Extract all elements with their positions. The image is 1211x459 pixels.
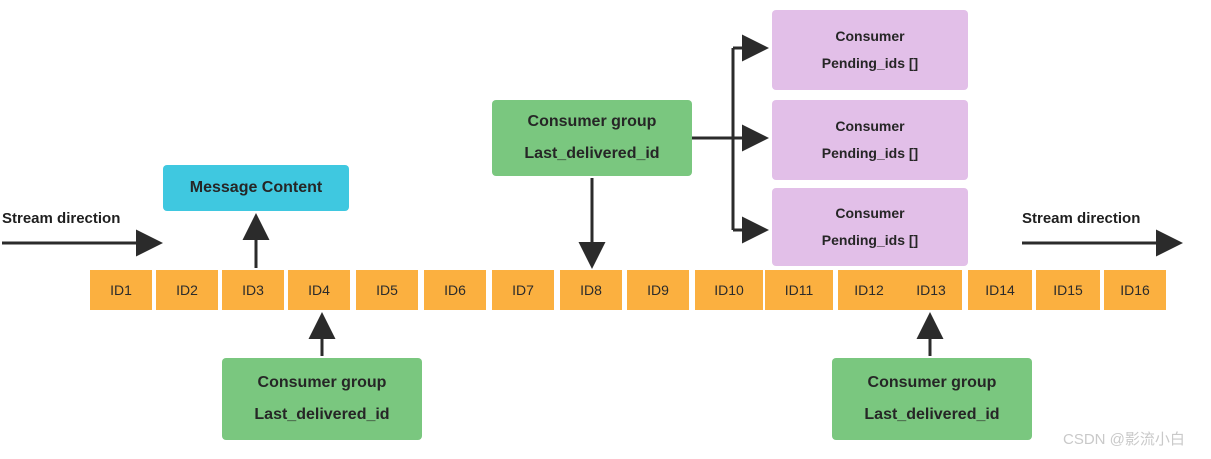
stream-entry-label: ID5 xyxy=(376,282,398,298)
stream-entry-id7[interactable]: ID7 xyxy=(492,270,554,310)
arrow-group-to-consumers xyxy=(692,34,769,244)
consumer-2-title: Consumer xyxy=(835,117,905,134)
consumer-1-subtitle: Pending_ids [] xyxy=(821,55,919,71)
stream-entry-id4[interactable]: ID4 xyxy=(288,270,350,310)
consumer-3-subtitle: Pending_ids [] xyxy=(821,232,919,248)
stream-entry-label: ID14 xyxy=(985,282,1015,298)
stream-entry-id3[interactable]: ID3 xyxy=(222,270,284,310)
stream-entry-label: ID12 xyxy=(854,282,884,298)
stream-entry-label: ID4 xyxy=(308,282,330,298)
stream-entry-id11[interactable]: ID11 xyxy=(765,270,833,310)
consumer-group-id8-subtitle: Last_delivered_id xyxy=(524,145,660,162)
stream-entry-label: ID10 xyxy=(714,282,744,298)
stream-entry-label: ID2 xyxy=(176,282,198,298)
consumer-group-id4-subtitle: Last_delivered_id xyxy=(254,406,390,423)
stream-entry-label: ID15 xyxy=(1053,282,1083,298)
message-content-label: Message Content xyxy=(189,179,323,196)
consumer-group-id13-title: Consumer group xyxy=(867,374,997,392)
stream-entry-label: ID9 xyxy=(647,282,669,298)
consumer-group-id4-title: Consumer group xyxy=(257,374,387,392)
stream-entry-id9[interactable]: ID9 xyxy=(627,270,689,310)
stream-entry-id5[interactable]: ID5 xyxy=(356,270,418,310)
consumer-2-subtitle: Pending_ids [] xyxy=(821,145,919,161)
stream-entry-label: ID13 xyxy=(916,282,946,298)
consumer-group-id8-title: Consumer group xyxy=(527,113,657,131)
stream-entry-label: ID6 xyxy=(444,282,466,298)
message-content-box[interactable]: Message Content xyxy=(163,165,349,211)
stream-entry-label: ID7 xyxy=(512,282,534,298)
stream-entry-id15[interactable]: ID15 xyxy=(1036,270,1100,310)
stream-entry-id13[interactable]: ID13 xyxy=(900,270,962,310)
stream-entry-label: ID3 xyxy=(242,282,264,298)
stream-entry-label: ID11 xyxy=(784,282,814,298)
consumer-group-id13-subtitle: Last_delivered_id xyxy=(864,406,1000,423)
stream-entry-id16[interactable]: ID16 xyxy=(1104,270,1166,310)
stream-entry-id10[interactable]: ID10 xyxy=(695,270,763,310)
stream-entry-label: ID1 xyxy=(110,282,132,298)
stream-entry-id14[interactable]: ID14 xyxy=(968,270,1032,310)
consumer-1-title: Consumer xyxy=(835,27,905,44)
stream-entry-id12[interactable]: ID12 xyxy=(838,270,900,310)
watermark: CSDN @影流小白 xyxy=(1063,431,1185,448)
stream-entry-id2[interactable]: ID2 xyxy=(156,270,218,310)
stream-direction-label-right: Stream direction xyxy=(1022,210,1141,227)
stream-entry-id8[interactable]: ID8 xyxy=(560,270,622,310)
stream-entry-id6[interactable]: ID6 xyxy=(424,270,486,310)
stream-entry-label: ID8 xyxy=(580,282,602,298)
stream-entry-label: ID16 xyxy=(1120,282,1150,298)
stream-entry-id1[interactable]: ID1 xyxy=(90,270,152,310)
consumer-3-title: Consumer xyxy=(835,204,905,221)
stream-direction-label-left: Stream direction xyxy=(2,210,121,227)
